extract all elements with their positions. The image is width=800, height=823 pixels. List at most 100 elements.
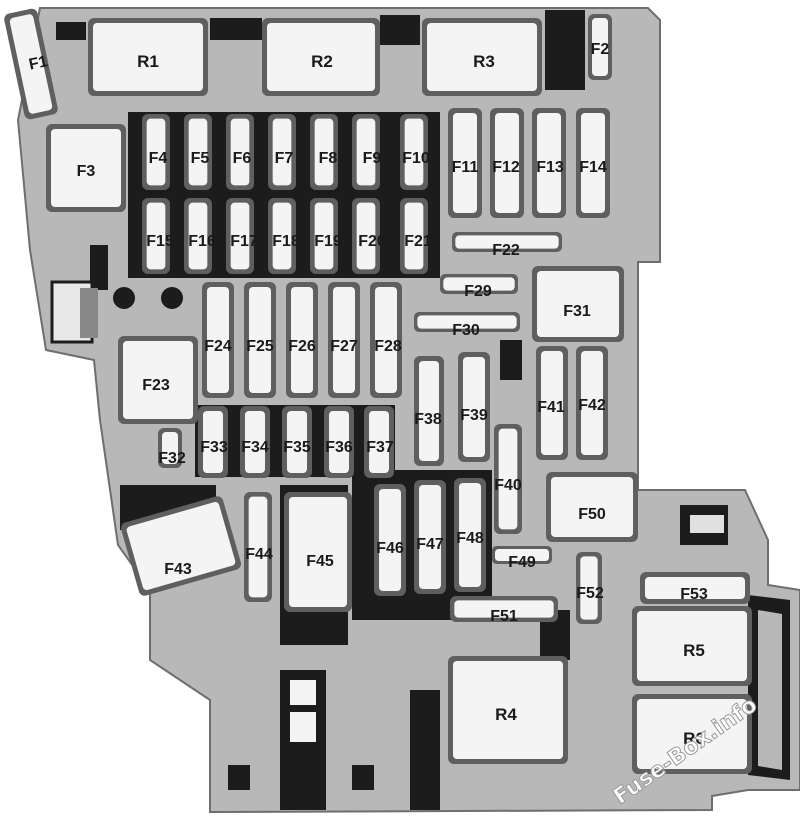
fuse-f48 [454,478,486,592]
fuse-f46 [374,484,406,596]
fuse-f22 [452,232,562,252]
component-face [581,113,605,213]
fuse-f16 [184,198,212,274]
fuse-label-f21: F21 [404,233,432,250]
dark-recess [500,340,522,380]
component-face [272,202,292,270]
component-face [230,118,250,186]
component-face [443,277,515,291]
dark-recess [210,18,262,40]
fuse-label-f32: F32 [158,450,186,467]
fuse-label-f23: F23 [142,377,170,394]
relay-label-r3: R3 [473,52,495,71]
component-face [289,497,347,607]
fuse-label-f46: F46 [376,540,404,557]
fuse-label-f16: F16 [188,233,216,250]
fuse-f52 [576,552,602,624]
fuse-f13 [532,108,566,218]
fuse-f42 [576,346,608,460]
component-face [537,271,619,337]
fuse-label-f11: F11 [452,159,479,176]
relay-r3 [422,18,542,96]
fuse-f45 [284,492,352,612]
component-face [495,113,519,213]
fuse-label-f35: F35 [283,439,311,456]
fuse-f17 [226,198,254,274]
fuse-f50 [546,472,638,542]
fuse-f40 [494,424,522,534]
component-face [537,113,561,213]
fuse-label-f18: F18 [272,233,300,250]
fuse-f30 [414,312,520,332]
component-face [427,23,537,91]
fuse-f53 [640,572,750,604]
fuse-label-f52: F52 [576,585,604,602]
fuse-label-f19: F19 [314,233,342,250]
relay-r5 [632,606,752,686]
dark-recess [56,22,86,40]
relay-label-r2: R2 [311,52,333,71]
fuse-label-f44: F44 [245,546,273,563]
fuse-label-f49: F49 [508,554,536,571]
fuse-f27 [328,282,360,398]
dark-hole [161,287,183,309]
fuse-label-f2: F2 [591,41,610,58]
component-face [162,432,178,464]
fuse-f24 [202,282,234,398]
relay-r2 [262,18,380,96]
relay-label-r1: R1 [137,52,159,71]
fuse-label-f39: F39 [460,407,488,424]
fuse-f25 [244,282,276,398]
fuse-f49 [492,546,552,564]
fuse-f38 [414,356,444,466]
component-face [379,489,401,591]
fuse-label-f26: F26 [288,338,316,355]
fuse-f39 [458,352,490,462]
fuse-label-f28: F28 [374,338,402,355]
fuse-f5 [184,114,212,190]
component-face [314,118,334,186]
relay-r6 [632,694,752,774]
fuse-f1 [4,8,58,120]
fuse-label-f53: F53 [680,586,708,603]
component-face [417,315,517,329]
fuse-label-f9: F9 [363,150,382,167]
component-face [123,341,193,419]
component-face [356,202,376,270]
component-face [375,287,397,393]
side-connector-inner [758,610,782,770]
component-face [272,118,292,186]
fuse-f35 [282,406,312,478]
component-face [580,556,598,620]
fuse-label-f40: F40 [494,477,522,494]
fuse-f51 [450,596,558,622]
component-face [314,202,334,270]
component-face [146,118,166,186]
fuse-label-f27: F27 [330,338,358,355]
component-face [455,235,559,249]
fuse-label-f25: F25 [246,338,274,355]
fuse-label-f50: F50 [578,506,606,523]
fuse-f2 [588,14,612,80]
fuse-f32 [158,428,182,468]
fuse-label-f34: F34 [241,439,269,456]
component-face [459,483,481,587]
fuse-label-f1: F1 [27,53,49,74]
fuse-label-f31: F31 [563,303,591,320]
fuse-f28 [370,282,402,398]
component-face [404,118,424,186]
fuse-label-f43: F43 [164,561,192,578]
component-face [126,501,236,591]
fuse-label-f37: F37 [366,439,394,456]
fuse-f9 [352,114,380,190]
fuse-label-f13: F13 [536,159,564,176]
component-face [645,577,745,599]
fuse-f26 [286,282,318,398]
fuse-label-f15: F15 [146,233,174,250]
component-face [541,351,563,455]
relay-label-r6: R6 [683,729,705,748]
component-face [463,357,485,457]
relay-label-r5: R5 [683,641,705,660]
relay-label-r4: R4 [495,705,517,724]
